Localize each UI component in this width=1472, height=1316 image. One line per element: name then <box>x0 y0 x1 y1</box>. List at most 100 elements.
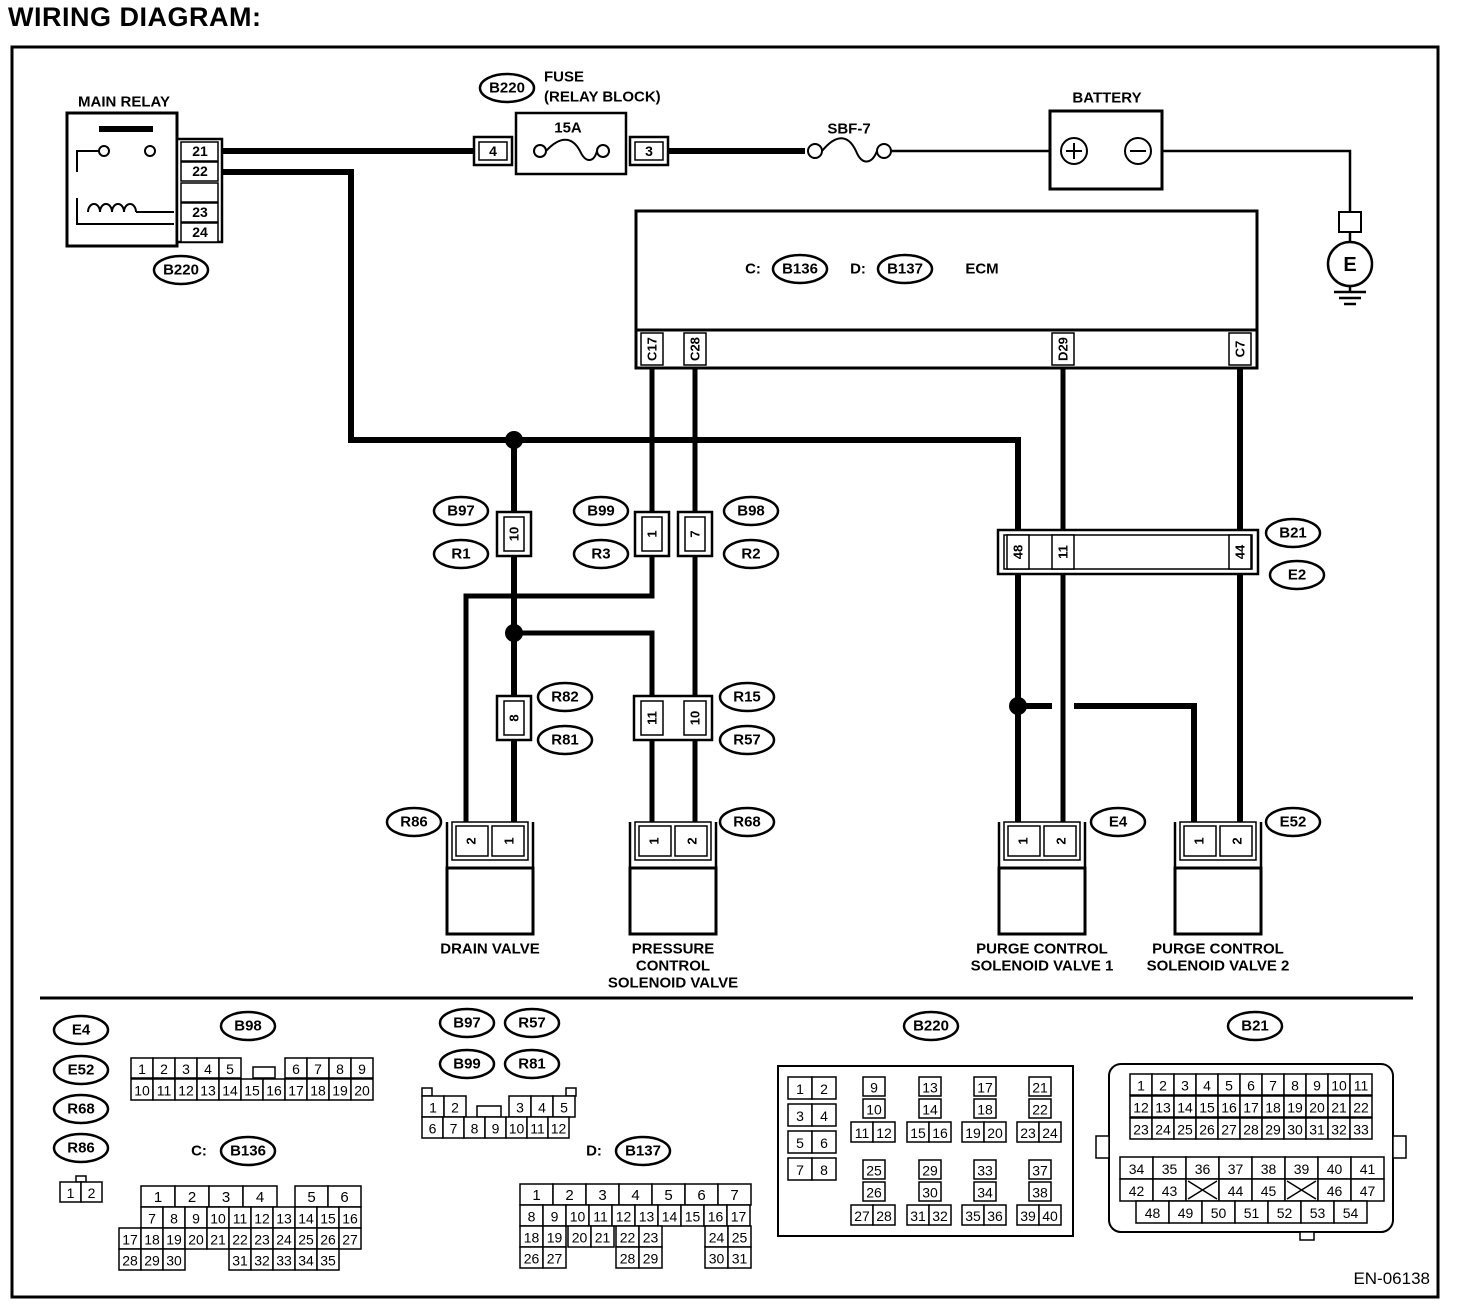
pin-31: 31 <box>910 1208 926 1224</box>
pin-cell <box>973 1076 997 1097</box>
pin-cell <box>918 1098 942 1119</box>
pin-21: 21 <box>595 1230 611 1246</box>
view-tag-b98: B98 <box>219 1010 277 1042</box>
tag-r81: R81 <box>536 724 594 756</box>
pin-cell <box>983 1204 1007 1226</box>
ecm-conn-d-prefix: D: <box>850 261 866 278</box>
sbf-terminal-b <box>876 143 892 159</box>
ecm-pin-box <box>683 332 707 366</box>
pin-28: 28 <box>620 1251 636 1267</box>
connector-tag-label: B220 <box>163 262 199 279</box>
pin-32: 32 <box>932 1208 948 1224</box>
connector-tag-oval <box>572 495 630 527</box>
pin-cell <box>218 1057 242 1079</box>
pin-13: 13 <box>922 1080 938 1096</box>
pin-18: 18 <box>524 1230 540 1246</box>
relay-pin-21: 21 <box>192 143 208 159</box>
view-b97-latch <box>476 1105 502 1118</box>
pin-10: 10 <box>1331 1078 1347 1094</box>
pin-3: 3 <box>182 1061 190 1077</box>
connector-tag-label: B137 <box>887 261 923 278</box>
pin-13: 13 <box>200 1083 216 1099</box>
pin-18: 18 <box>310 1083 326 1099</box>
junction-dot-bus <box>505 431 523 449</box>
battery-label: BATTERY <box>1072 90 1141 107</box>
pin-19: 19 <box>547 1230 563 1246</box>
wire-junction-r15 <box>514 630 655 696</box>
pin-54: 54 <box>1343 1205 1359 1221</box>
connector-tag-label: B21 <box>1279 525 1307 542</box>
connector-tag-oval <box>876 253 934 285</box>
connector-tag-oval <box>432 495 490 527</box>
connector-tag-oval <box>718 806 776 838</box>
connector-tag-oval <box>438 1048 496 1080</box>
wire-battery-ground <box>1162 149 1352 212</box>
joint-inner <box>503 516 525 552</box>
pin-26: 26 <box>1199 1122 1215 1138</box>
pin-18: 18 <box>977 1102 993 1118</box>
pin-8: 8 <box>336 1061 344 1077</box>
joint-pin-box <box>1051 534 1075 570</box>
pin-8: 8 <box>170 1211 178 1227</box>
view-b21-key <box>1299 1231 1315 1241</box>
pin-9: 9 <box>870 1080 878 1096</box>
pin-49: 49 <box>1178 1205 1194 1221</box>
pin-25: 25 <box>1177 1122 1193 1138</box>
pin-4: 4 <box>631 1187 639 1204</box>
connector-tag-oval <box>536 681 594 713</box>
connector-tag-oval <box>771 253 829 285</box>
pin-24: 24 <box>276 1232 292 1248</box>
tag-r15: R15 <box>718 681 776 713</box>
view-tag-b136: B136 <box>219 1135 277 1167</box>
ground-label: E <box>1343 254 1356 276</box>
pin-5: 5 <box>226 1061 234 1077</box>
connector-tag-oval <box>718 724 776 756</box>
connector-tag-oval <box>1268 559 1326 591</box>
connector-tag-oval <box>1264 517 1322 549</box>
connector-tag-oval <box>722 495 780 527</box>
pin-37: 37 <box>1228 1161 1244 1177</box>
connector-tag-label: B99 <box>587 503 615 520</box>
pin-8: 8 <box>820 1162 828 1178</box>
pin-7: 7 <box>1269 1078 1277 1094</box>
pin-cell <box>162 1248 186 1271</box>
pin-10: 10 <box>509 1121 525 1137</box>
pin-29: 29 <box>643 1251 659 1267</box>
wires <box>222 148 1352 822</box>
pin-cell <box>350 1078 374 1101</box>
valve-pin-box <box>1043 825 1077 857</box>
pin-cell <box>316 1248 340 1271</box>
battery <box>1048 109 1164 191</box>
connector-tag-label: B21 <box>1241 1018 1269 1035</box>
blocked-cavity-icon <box>1286 1180 1317 1200</box>
fuse-body <box>514 111 628 176</box>
tag-b98: B98 <box>722 495 780 527</box>
pin-20: 20 <box>572 1230 588 1246</box>
pin-39: 39 <box>1020 1208 1036 1224</box>
fuse-pin-in: 4 <box>489 143 497 159</box>
ecm-label: ECM <box>965 261 998 278</box>
valve-pin-2: 2 <box>1230 837 1245 844</box>
pin-cell <box>862 1098 886 1119</box>
pin-23: 23 <box>1020 1125 1036 1141</box>
connector-tag-oval <box>1226 1010 1284 1042</box>
pin-17: 17 <box>288 1083 304 1099</box>
junction-dot-purge <box>1009 697 1027 715</box>
relay-pin-box <box>180 182 219 203</box>
pin-31: 31 <box>232 1253 248 1269</box>
view-tag-R86: R86 <box>52 1132 110 1164</box>
fuse-rating: 15A <box>554 120 582 137</box>
pin-cell <box>973 1181 997 1202</box>
pin-9: 9 <box>551 1209 559 1225</box>
connector-tag-oval <box>432 538 490 570</box>
valve-label: DRAIN VALVE <box>440 941 539 958</box>
pin-19: 19 <box>166 1232 182 1248</box>
pin-15: 15 <box>685 1209 701 1225</box>
pin-17: 17 <box>122 1232 138 1248</box>
pin-9: 9 <box>358 1061 366 1077</box>
pin-4: 4 <box>1203 1078 1211 1094</box>
